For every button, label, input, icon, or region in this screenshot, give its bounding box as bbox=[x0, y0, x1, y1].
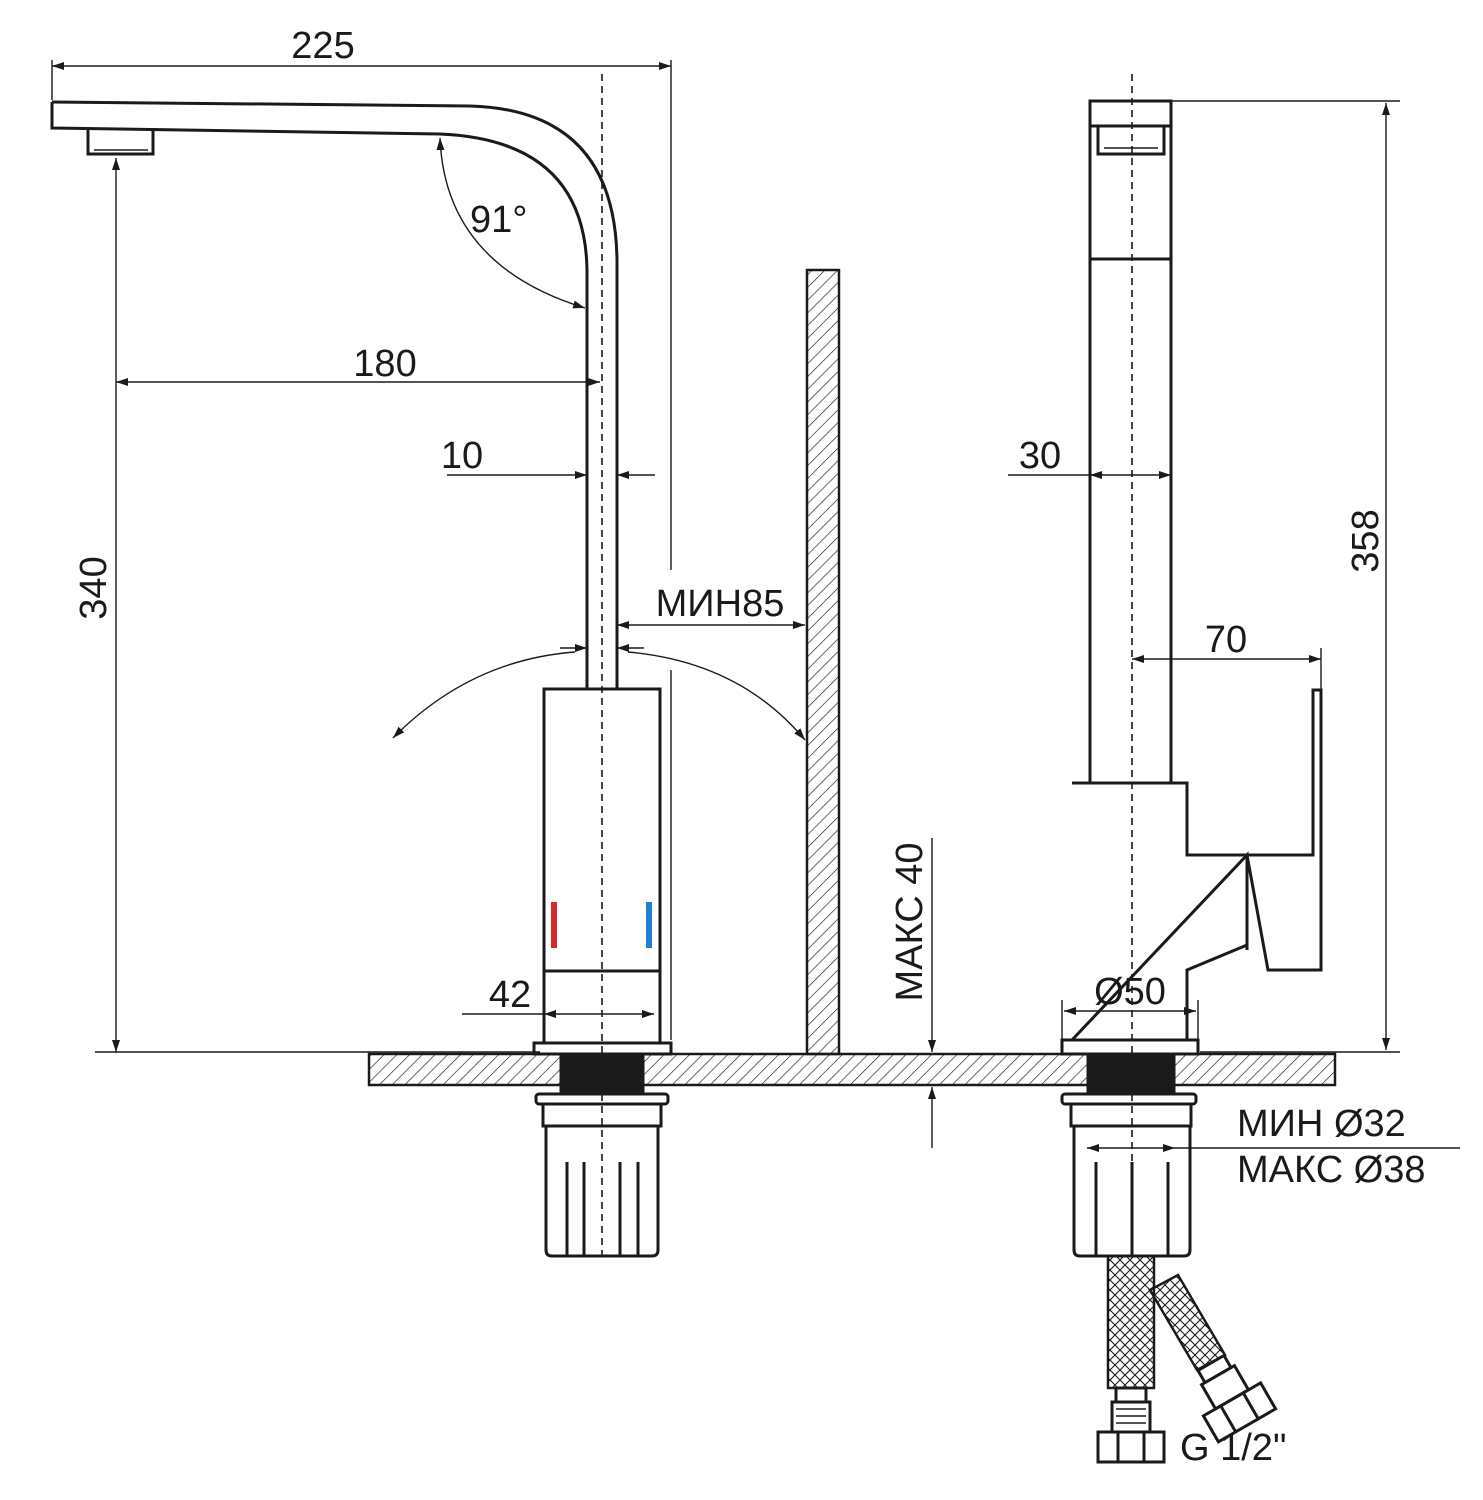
label-max40: МАКС 40 bbox=[889, 843, 931, 1002]
dimension-70: 70 bbox=[1132, 619, 1322, 690]
dimension-42: 42 bbox=[462, 670, 672, 1040]
label-91-degree: 91° bbox=[470, 199, 527, 241]
label-30: 30 bbox=[1019, 435, 1061, 477]
label-340: 340 bbox=[73, 556, 115, 619]
dimension-225: 225 bbox=[51, 25, 672, 570]
dimension-d50: Ø50 bbox=[1061, 971, 1199, 1040]
dimension-max40: МАКС 40 bbox=[889, 838, 936, 1148]
front-view-faucet bbox=[1060, 74, 1323, 1464]
label-180: 180 bbox=[353, 343, 416, 385]
dimension-10: 10 bbox=[441, 435, 655, 479]
dimension-hole-diameter: МИН Ø32 МАКС Ø38 bbox=[1087, 1103, 1460, 1191]
label-70: 70 bbox=[1205, 619, 1247, 661]
swivel-arc bbox=[392, 644, 806, 741]
label-225: 225 bbox=[291, 25, 354, 67]
wall bbox=[805, 268, 841, 1056]
side-view-faucet bbox=[50, 74, 673, 1262]
dimension-30: 30 bbox=[1008, 435, 1171, 479]
label-g-half-inch: G 1/2" bbox=[1180, 1427, 1286, 1469]
dimension-180: 180 bbox=[116, 343, 600, 386]
countertop bbox=[367, 1052, 1337, 1087]
label-hole-max: МАКС Ø38 bbox=[1237, 1149, 1426, 1191]
hose-thread-callout: G 1/2" bbox=[1180, 1427, 1286, 1469]
dimension-91-degree: 91° bbox=[436, 137, 586, 309]
label-10: 10 bbox=[441, 435, 483, 477]
dimension-358: 358 bbox=[1171, 100, 1400, 1053]
label-358: 358 bbox=[1345, 509, 1387, 572]
label-d50: Ø50 bbox=[1094, 971, 1166, 1013]
label-min85: МИН85 bbox=[656, 583, 785, 625]
label-42: 42 bbox=[489, 974, 531, 1016]
label-hole-min: МИН Ø32 bbox=[1237, 1103, 1406, 1145]
dimension-min85: МИН85 bbox=[617, 583, 805, 629]
dimension-340: 340 bbox=[73, 158, 540, 1053]
